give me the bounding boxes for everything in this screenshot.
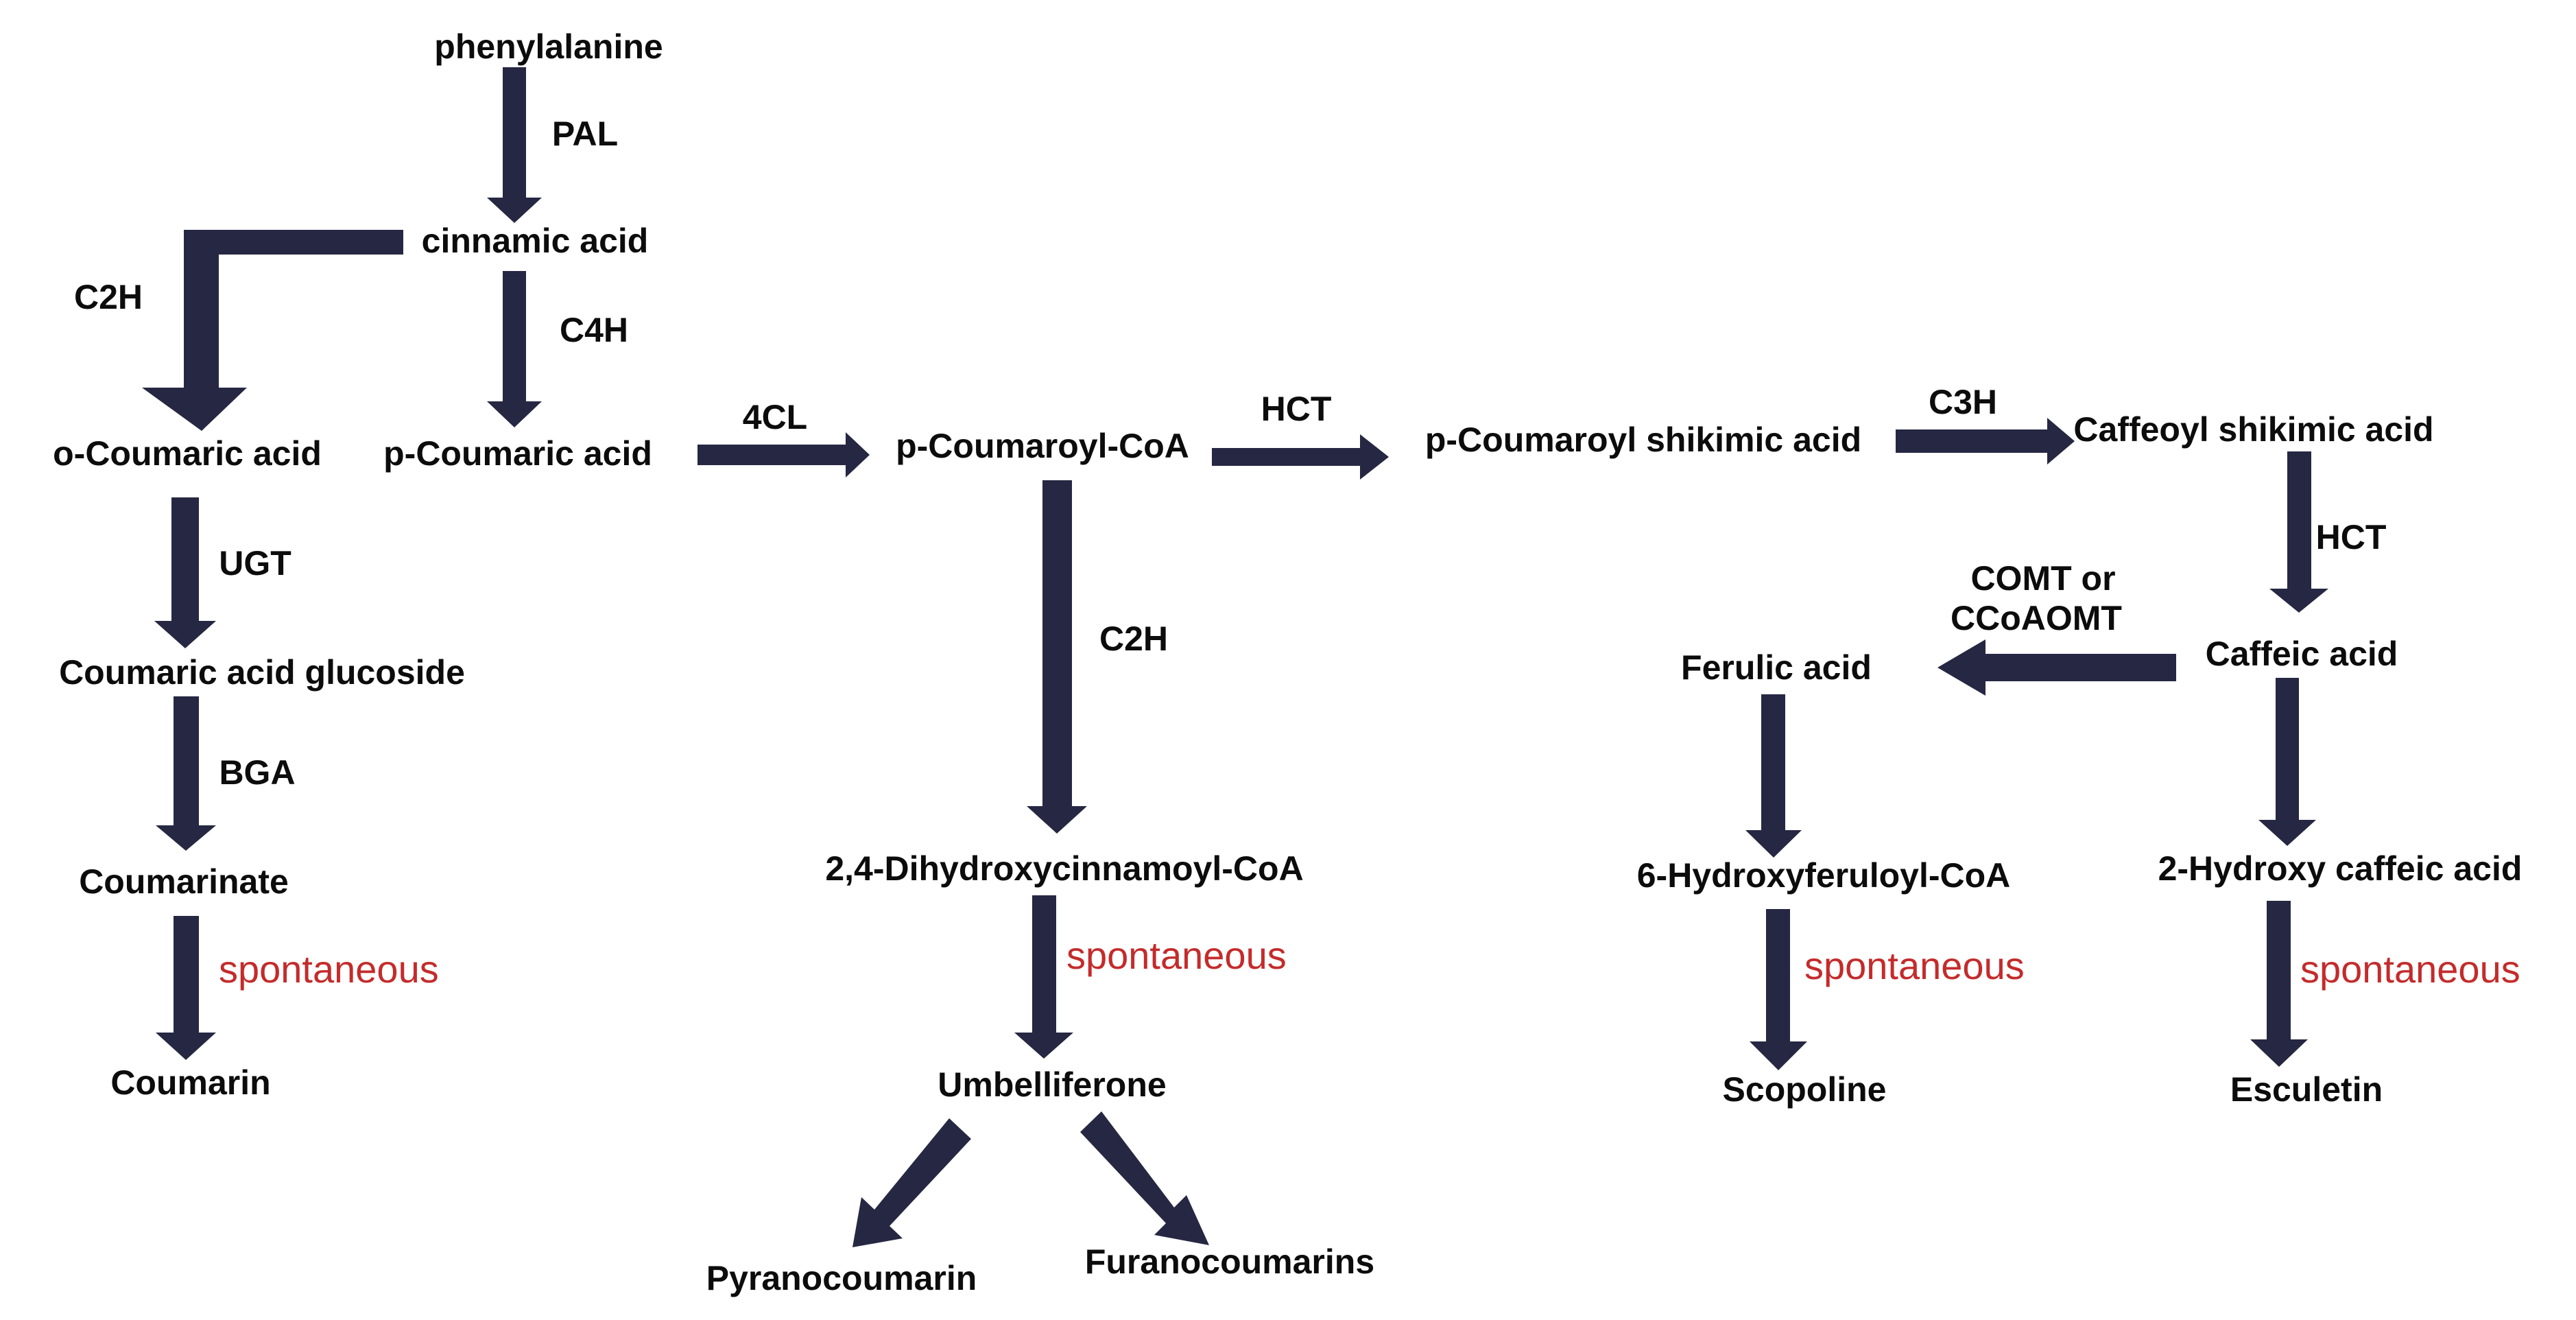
arrow-caffeic-to-hydroxycaffeic — [2258, 678, 2316, 846]
arrow-spontaneous-coumarin — [156, 916, 216, 1060]
arrow-ferulic-to-hydroxyferuloyl — [1745, 694, 1802, 858]
node-coumarinate: Coumarinate — [79, 862, 289, 901]
enzyme-bga: BGA — [219, 753, 295, 792]
arrow-spontaneous-umbelliferone — [1014, 895, 1073, 1059]
arrow-bga — [156, 696, 216, 851]
arrow-to-pyranocoumarin — [852, 1118, 971, 1247]
node-furanocoumarins: Furanocoumarins — [1085, 1242, 1374, 1281]
label-spontaneous-esculetin: spontaneous — [2300, 947, 2520, 991]
arrow-c4h — [487, 271, 542, 427]
enzyme-hct-top: HCT — [1261, 390, 1332, 428]
arrow-spontaneous-scopoline — [1750, 909, 1807, 1070]
enzyme-c4h: C4H — [560, 311, 628, 349]
enzyme-ugt: UGT — [219, 544, 291, 582]
arrow-hct-top — [1212, 434, 1389, 480]
arrow-comt — [1937, 639, 2176, 696]
arrow-hct-right — [2269, 451, 2328, 613]
node-umbelliferone: Umbelliferone — [938, 1065, 1166, 1104]
node-hydroxy-caffeic-acid: 2-Hydroxy caffeic acid — [2158, 849, 2523, 888]
node-esculetin: Esculetin — [2230, 1070, 2383, 1109]
node-ferulic-acid: Ferulic acid — [1681, 648, 1872, 687]
arrow-c2h-middle — [1027, 480, 1087, 834]
node-scopoline: Scopoline — [1723, 1070, 1887, 1109]
enzyme-hct-right: HCT — [2316, 518, 2387, 556]
arrow-pal — [487, 67, 542, 223]
node-phenylalanine: phenylalanine — [434, 27, 663, 66]
node-o-coumaric-acid: o-Coumaric acid — [53, 434, 322, 473]
node-caffeic-acid: Caffeic acid — [2206, 635, 2398, 673]
node-coumaric-acid-glucoside: Coumaric acid glucoside — [59, 653, 465, 692]
node-p-coumaroyl-coa: p-Coumaroyl-CoA — [896, 427, 1189, 465]
node-pyranocoumarin: Pyranocoumarin — [706, 1259, 977, 1297]
node-dihydroxycinnamoyl-coa: 2,4-Dihydroxycinnamoyl-CoA — [825, 849, 1303, 888]
enzyme-4cl: 4CL — [743, 398, 807, 436]
enzyme-comt-line2: CCoAOMT — [1951, 599, 2122, 637]
label-spontaneous-umbelliferone: spontaneous — [1066, 934, 1287, 977]
enzyme-c3h: C3H — [1929, 383, 1997, 421]
node-p-coumaroyl-shikimic-acid: p-Coumaroyl shikimic acid — [1425, 421, 1861, 459]
label-spontaneous-coumarin: spontaneous — [219, 947, 439, 991]
arrow-to-furanocoumarins — [1080, 1111, 1209, 1245]
enzyme-pal: PAL — [552, 115, 618, 153]
arrow-c3h — [1896, 418, 2075, 464]
arrow-ugt — [154, 497, 216, 648]
node-p-coumaric-acid: p-Coumaric acid — [383, 434, 652, 473]
enzyme-comt-line1: COMT or — [1970, 559, 2115, 598]
node-hydroxyferuloyl-coa: 6-Hydroxyferuloyl-CoA — [1637, 856, 2011, 895]
label-spontaneous-scopoline: spontaneous — [1804, 944, 2025, 987]
arrow-4cl — [697, 432, 870, 478]
enzyme-c2h-middle: C2H — [1099, 620, 1168, 658]
enzyme-c2h-left: C2H — [74, 278, 143, 316]
node-cinnamic-acid: cinnamic acid — [422, 222, 649, 260]
node-caffeoyl-shikimic-acid: Caffeoyl shikimic acid — [2073, 410, 2433, 449]
arrow-spontaneous-esculetin — [2250, 901, 2308, 1067]
arrow-c2h-left — [142, 230, 403, 431]
node-coumarin: Coumarin — [110, 1063, 270, 1102]
